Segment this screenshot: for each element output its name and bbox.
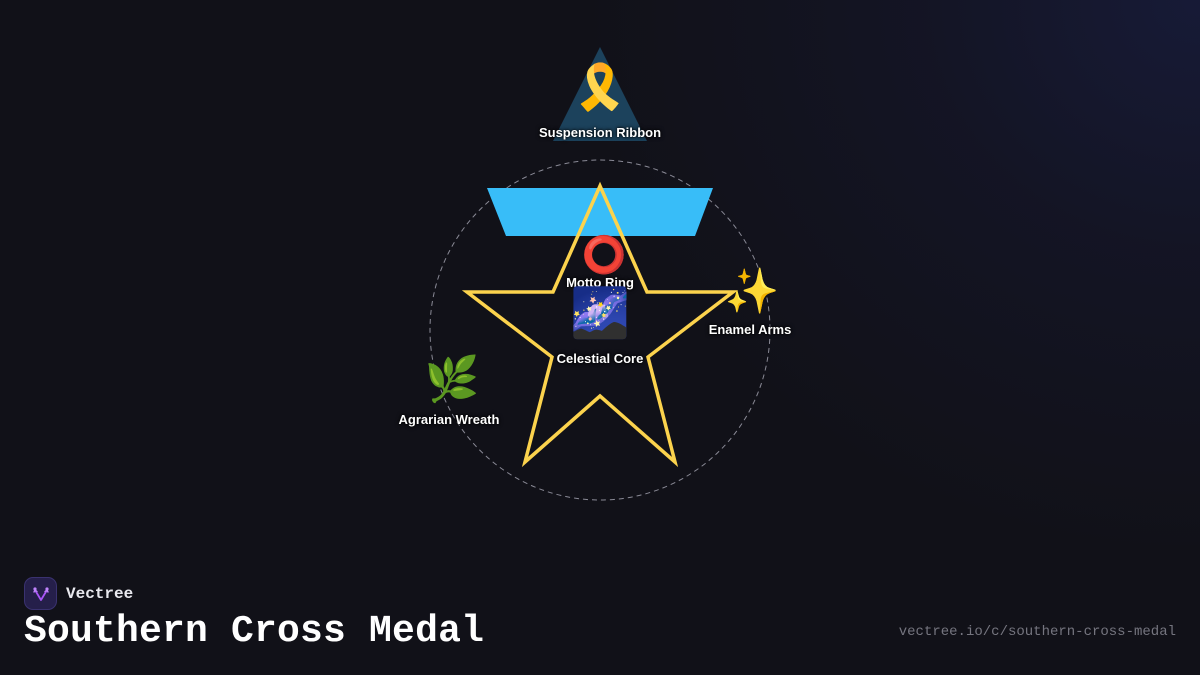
sparkles-icon: ✨ [724, 267, 780, 316]
node-label-celestial-core: Celestial Core [556, 351, 644, 366]
page-title: Southern Cross Medal [24, 610, 485, 653]
node-label-motto-ring: Motto Ring [566, 275, 634, 290]
page-url[interactable]: vectree.io/c/southern-cross-medal [898, 624, 1176, 640]
orbit-ring [429, 159, 771, 501]
node-label-enamel-arms: Enamel Arms [708, 322, 792, 337]
brand-name: Vectree [66, 584, 134, 603]
brand: Vectree [24, 577, 133, 610]
vectree-logo-icon [24, 577, 57, 610]
node-label-suspension-ribbon: Suspension Ribbon [538, 125, 662, 140]
node-label-agrarian-wreath: Agrarian Wreath [398, 412, 500, 427]
ribbon-triangle-shape [553, 47, 647, 141]
star-outline-shape [461, 181, 739, 468]
ring-icon: ⭕ [581, 234, 627, 275]
ribbon-icon: 🎗️ [572, 63, 628, 112]
milky-way-icon: 🌌 [570, 287, 630, 340]
motto-bar-shape [487, 188, 713, 236]
herb-icon: 🌿 [424, 355, 480, 404]
